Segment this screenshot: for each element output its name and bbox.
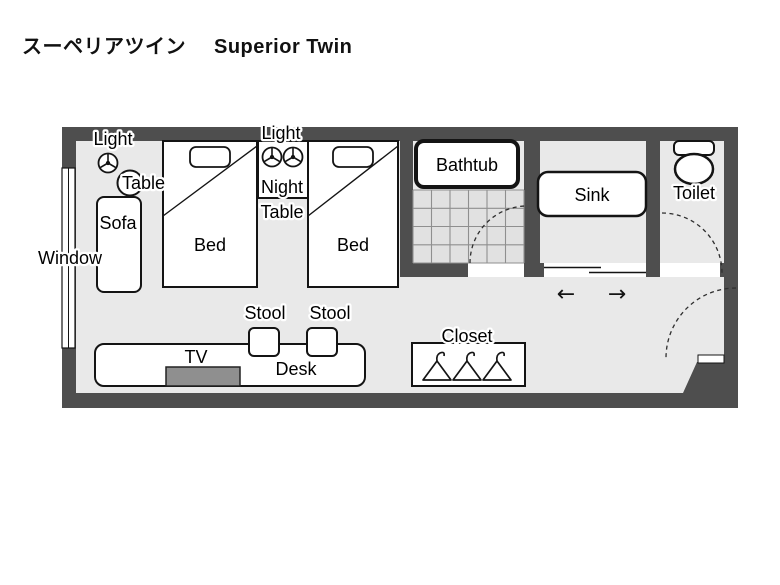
stool-right — [306, 327, 338, 357]
ceiling-lamp-icon — [282, 146, 304, 168]
tile-grid-lines — [412, 189, 525, 264]
title-english: Superior Twin — [214, 36, 353, 58]
label-bathtub: Bathtub — [436, 155, 498, 175]
label-closet: Closet — [441, 326, 492, 346]
ceiling-lamp-icon — [97, 152, 119, 174]
entrance-door-leaf — [697, 354, 725, 364]
label-bed-right: Bed — [337, 235, 369, 255]
slide-right-arrow: → — [608, 282, 626, 307]
bathroom-bottom-wall — [400, 263, 468, 277]
door-swings — [469, 205, 737, 359]
bathroom-door-swing-arc — [469, 205, 528, 264]
label-window: Window — [38, 248, 103, 268]
label-stool-right: Stool — [309, 303, 350, 323]
bed-right-blanket-line — [307, 145, 399, 217]
bathroom-door-opening — [468, 263, 524, 277]
stool-left — [248, 327, 280, 357]
label-stool-left: Stool — [244, 303, 285, 323]
entrance-door-swing-arc — [665, 287, 737, 359]
bed-left-blanket-line — [162, 145, 258, 217]
round-table — [116, 169, 144, 197]
label-toilet: Toilet — [673, 183, 715, 203]
sanitary-fixtures — [414, 139, 715, 218]
sink-counter — [536, 170, 648, 218]
entrance-wall-block — [683, 362, 724, 393]
toilet-bowl — [673, 152, 715, 186]
label-desk: Desk — [275, 359, 317, 379]
tv — [165, 366, 241, 387]
toilet-door-swing-arc — [661, 212, 723, 274]
ceiling-lamp-icon — [261, 146, 283, 168]
label-table: Table — [122, 173, 165, 193]
label-sofa: Sofa — [99, 213, 137, 233]
sliding-door-opening — [544, 263, 646, 277]
sofa — [96, 196, 142, 293]
title-japanese: スーペリアツイン — [22, 36, 186, 58]
wet-area-wall-stub-1 — [524, 263, 544, 277]
window — [61, 167, 76, 349]
closet — [411, 342, 526, 387]
labels: Light Light Table Night Table Sofa Bed B… — [36, 121, 718, 382]
label-bed-left: Bed — [194, 235, 226, 255]
bathroom-sink-wall — [524, 141, 540, 263]
bed-left-pillow — [189, 146, 231, 168]
bathtub — [414, 139, 520, 189]
bed-right-pillow — [332, 146, 374, 168]
door-openings — [468, 263, 725, 364]
page-title: スーペリアツイン Superior Twin — [22, 30, 352, 59]
furniture — [94, 140, 526, 387]
toilet-door-opening — [660, 263, 720, 277]
bathroom-left-wall — [400, 141, 413, 277]
slide-left-arrow: ← — [557, 282, 575, 307]
label-light-left: Light — [93, 129, 132, 149]
label-light-center: Light — [261, 123, 300, 143]
label-night-table-2: Table — [260, 202, 303, 222]
label-sink: Sink — [574, 185, 610, 205]
label-tv: TV — [184, 347, 207, 367]
bathroom-tile-floor — [412, 189, 525, 264]
sink-toilet-wall — [646, 141, 660, 263]
wet-area-wall-stub-2 — [646, 263, 660, 277]
label-night-table-1: Night — [261, 177, 303, 197]
